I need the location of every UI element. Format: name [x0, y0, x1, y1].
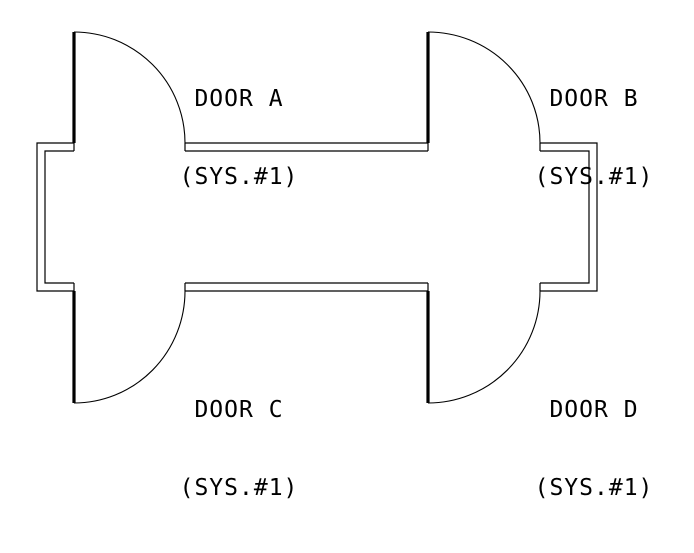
door-d-system: (SYS.#1): [534, 475, 654, 501]
corridor-inner-wall: [44, 150, 590, 284]
door-c-system: (SYS.#1): [179, 475, 299, 501]
door-d-label: DOOR D (SYS.#1): [533, 345, 655, 553]
door-c-swing: [73, 290, 186, 404]
door-c-label: DOOR C (SYS.#1): [178, 345, 300, 553]
floor-plan-diagram: DOOR A (SYS.#1) DOOR B (SYS.#1) DOOR C (…: [36, 31, 655, 501]
door-a-name: DOOR A: [194, 86, 284, 112]
door-jambs: [73, 143, 541, 291]
door-a-swing: [73, 31, 186, 144]
door-b-label: DOOR B (SYS.#1): [533, 34, 655, 242]
corridor-outer-wall: [36, 142, 598, 292]
door-b-swing: [427, 31, 541, 144]
door-c-name: DOOR C: [194, 397, 284, 423]
door-b-system: (SYS.#1): [534, 164, 654, 190]
door-a-system: (SYS.#1): [179, 164, 299, 190]
door-a-label: DOOR A (SYS.#1): [178, 34, 300, 242]
door-b-name: DOOR B: [549, 86, 639, 112]
door-d-name: DOOR D: [549, 397, 639, 423]
floor-plan-drawing: [36, 31, 598, 404]
door-d-swing: [427, 290, 541, 404]
